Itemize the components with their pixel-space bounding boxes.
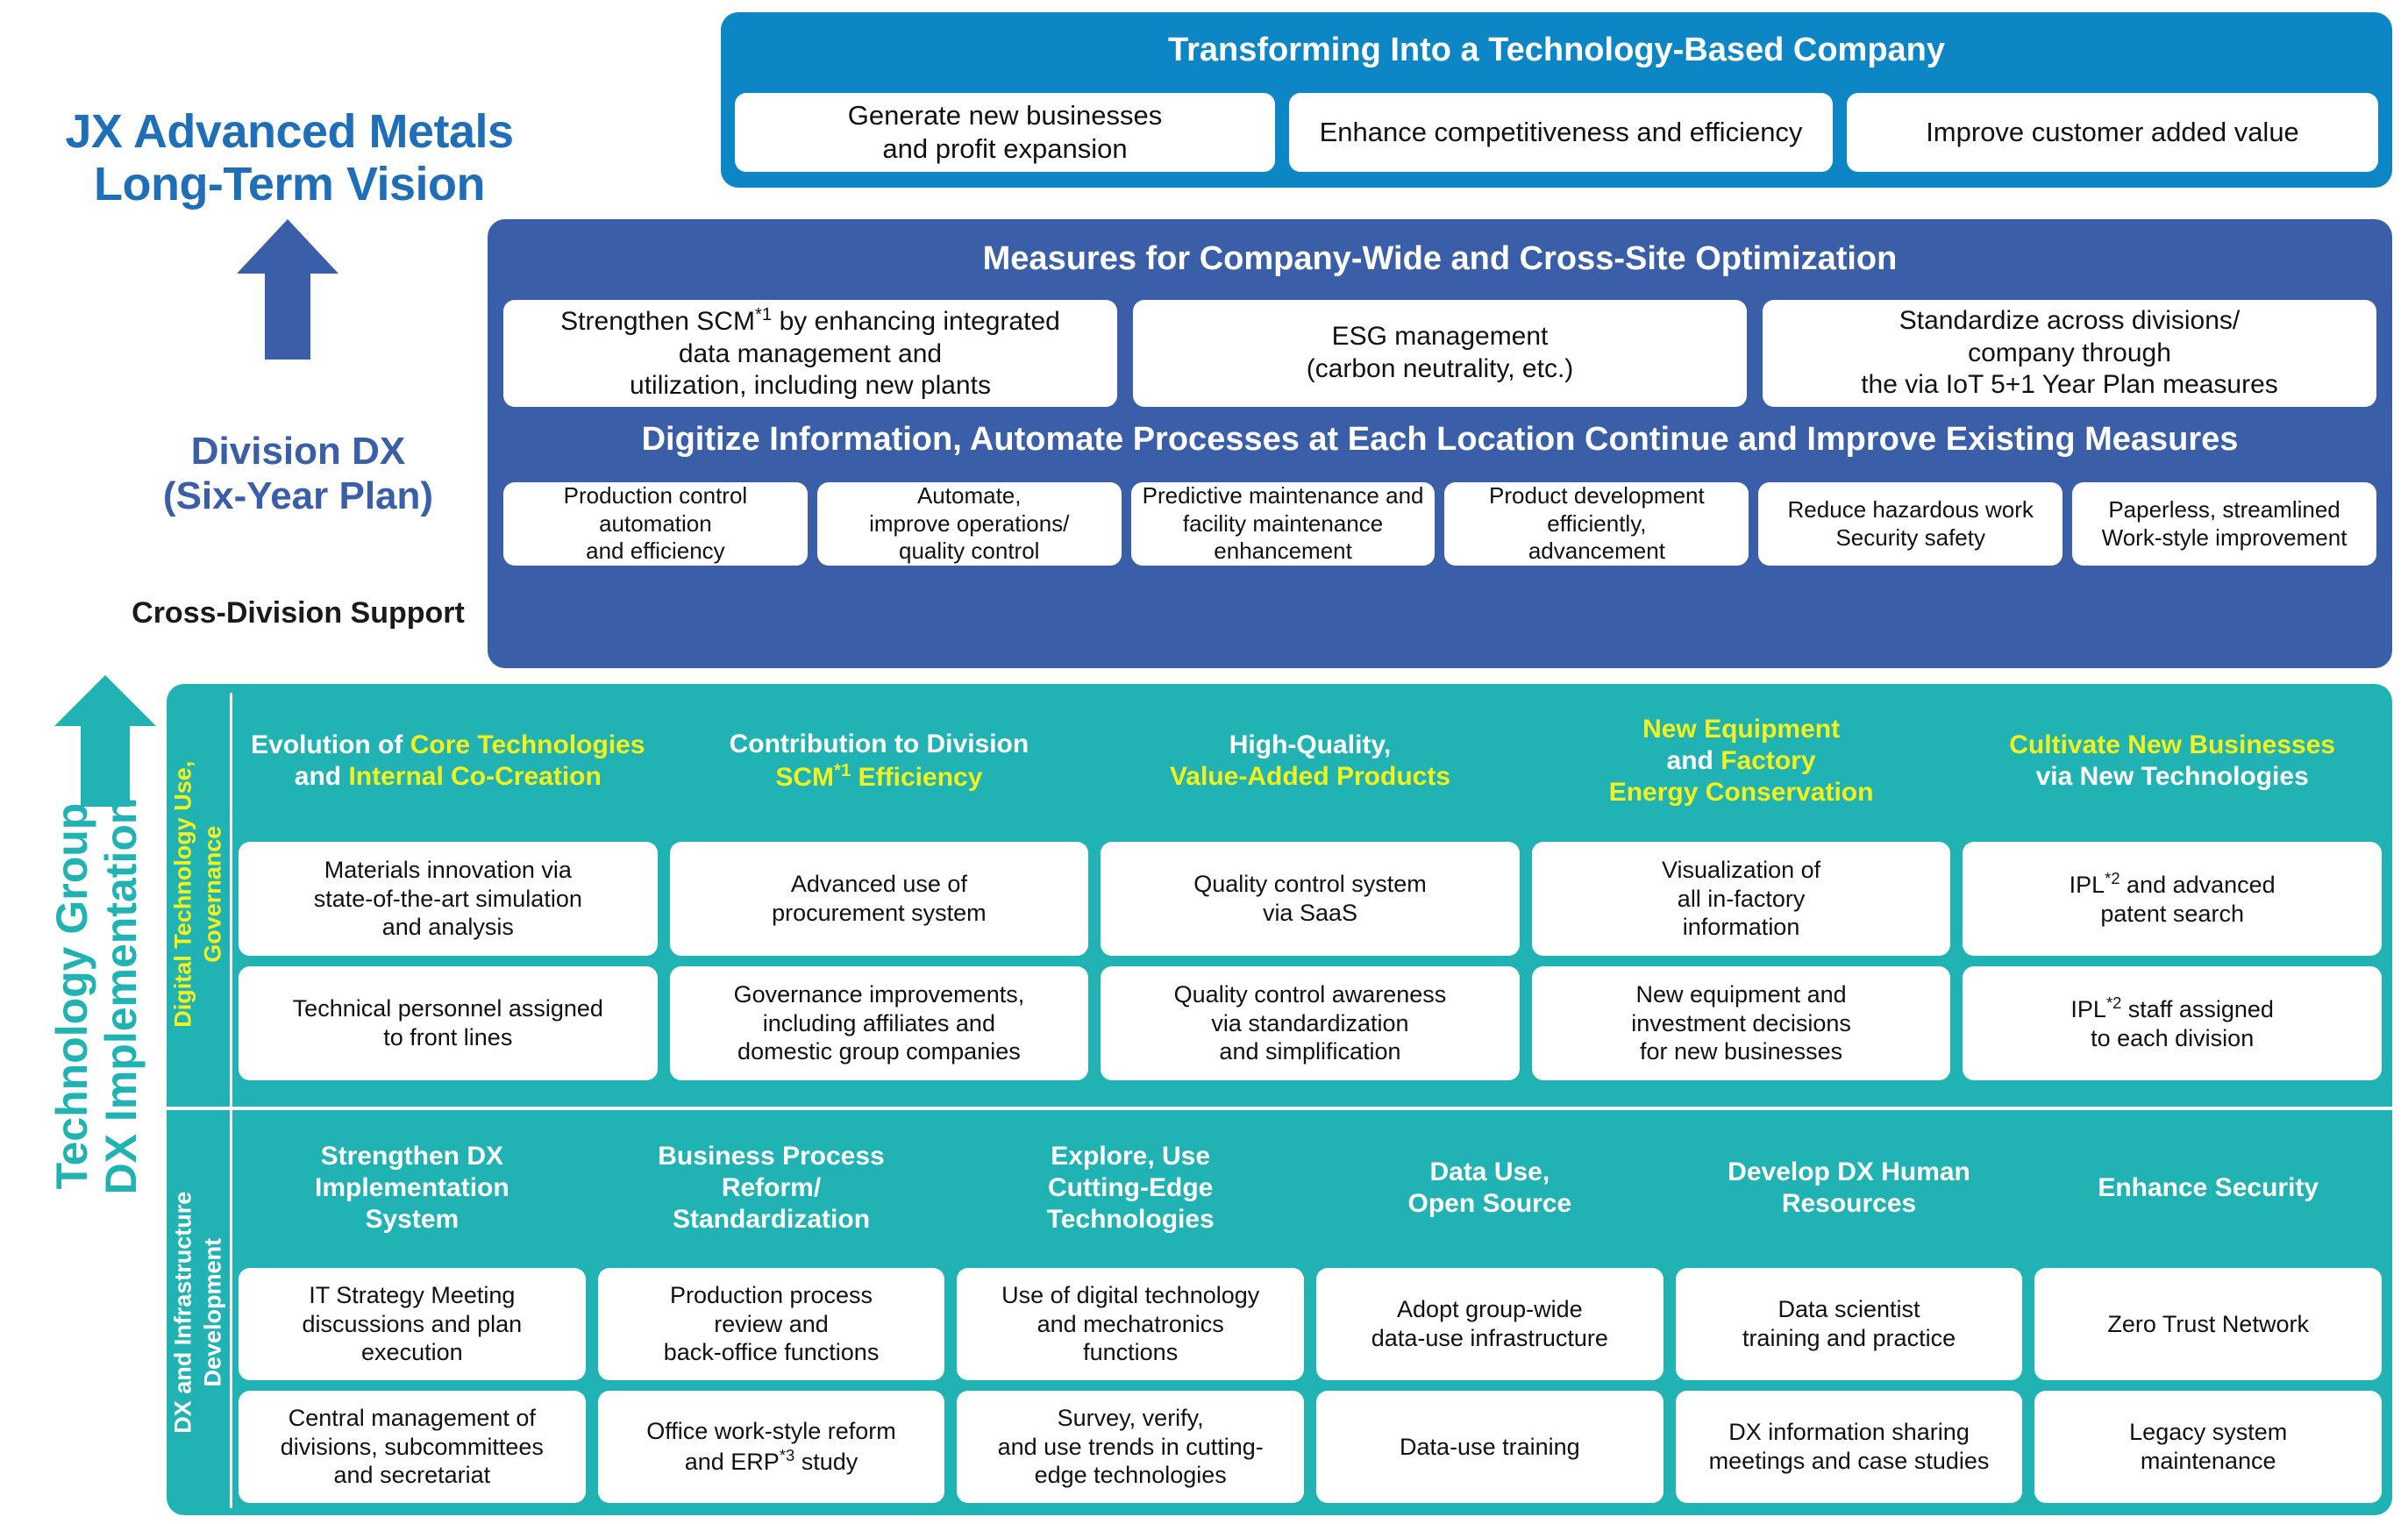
division-dx-title: Division DX (Six-Year Plan)	[53, 430, 544, 518]
cross-division-support-label: Cross-Division Support	[132, 596, 465, 630]
teal-column-header: High-Quality,Value-Added Products	[1169, 730, 1451, 791]
measures-item: Strengthen SCM*1 by enhancing integrated…	[503, 300, 1117, 407]
side-label-digital-technology-use: Digital Technology Use, Governance	[167, 684, 230, 1105]
vertical-divider	[230, 693, 232, 1508]
vision-title-line2: Long-Term Vision	[93, 158, 486, 211]
teal-cell: Data-use training	[1316, 1391, 1664, 1503]
measures-panel-title: Measures for Company-Wide and Cross-Site…	[982, 240, 1898, 277]
transforming-item: Improve customer added value	[1847, 93, 2378, 172]
teal-cell: Governance improvements,including affili…	[669, 966, 1089, 1080]
vision-title-line1: JX Advanced Metals	[65, 105, 514, 158]
side-label-b-line2: Development	[199, 1238, 225, 1387]
up-arrow-icon-teal	[53, 675, 158, 807]
teal-column-header: Enhance Security	[2098, 1173, 2319, 1202]
horizontal-divider	[167, 1107, 2392, 1110]
digitize-item: Automate,improve operations/quality cont…	[816, 482, 1122, 566]
side-label-a-line1: Digital Technology Use,	[169, 760, 196, 1029]
digitize-subtitle: Digitize Information, Automate Processes…	[641, 421, 2239, 458]
up-arrow-icon-blue	[235, 219, 340, 360]
vision-title: JX Advanced Metals Long-Term Vision	[35, 105, 544, 211]
division-dx-line1: Division DX	[190, 430, 406, 473]
measures-row-one: Strengthen SCM*1 by enhancing integrated…	[503, 300, 2376, 407]
measures-item: ESG management(carbon neutrality, etc.)	[1133, 300, 1747, 407]
technology-group-dx-implementation-label: Technology Group DX Implementation	[47, 689, 146, 1303]
measures-panel: Measures for Company-Wide and Cross-Site…	[488, 219, 2392, 668]
transforming-item: Enhance competitiveness and efficiency	[1289, 93, 1833, 172]
transforming-panel-title: Transforming Into a Technology-Based Com…	[1167, 32, 1946, 68]
tech-group-line1: Technology Group	[47, 802, 96, 1190]
teal-cell: Zero Trust Network	[2034, 1268, 2383, 1380]
teal-cell: Survey, verify,and use trends in cutting…	[957, 1391, 1305, 1503]
side-label-dx-infrastructure: DX and Infrastructure Development	[167, 1110, 230, 1515]
measures-item: Standardize across divisions/company thr…	[1763, 300, 2376, 407]
side-label-b-line1: DX and Infrastructure	[169, 1191, 196, 1435]
tech-group-line2: DX Implementation	[96, 797, 146, 1195]
division-dx-line2: (Six-Year Plan)	[162, 474, 434, 517]
technology-implementation-panel: Digital Technology Use, Governance DX an…	[167, 684, 2392, 1515]
side-label-a-line2: Governance	[199, 825, 226, 964]
transforming-panel: Transforming Into a Technology-Based Com…	[721, 12, 2392, 188]
teal-column-header: Data Use,Open Source	[1407, 1157, 1572, 1218]
